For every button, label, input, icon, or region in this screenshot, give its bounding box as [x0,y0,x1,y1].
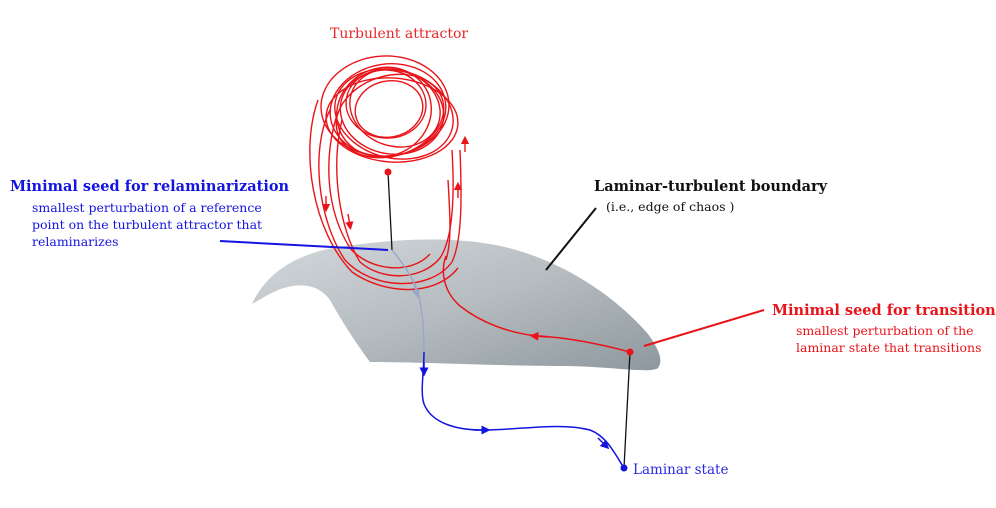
relam-seed-desc-3: relaminarizes [32,234,119,249]
relam-arrow-faint [411,283,420,299]
relam-seed-desc-1: smallest perturbation of a reference [32,200,262,215]
relam-seed-title: Minimal seed for relaminarization [10,178,290,195]
turbulent-attractor-loops [320,55,459,163]
boundary-surface [252,239,661,371]
attractor-excursion-loops [309,99,462,291]
transition-trajectory [442,255,631,353]
laminar-state-point [620,464,628,472]
transition-seed-desc-1: smallest perturbation of the [796,323,974,338]
reference-stem [387,171,393,251]
relam-arrow-end [597,437,610,450]
transition-arrow [529,331,549,341]
boundary-subtitle: (i.e., edge of chaos ) [606,199,735,214]
turbulent-attractor-label: Turbulent attractor [330,26,469,42]
relam-callout-line [219,240,389,251]
laminar-stem [623,351,631,469]
transition-seed-desc-2: laminar state that transitions [796,340,982,355]
laminar-state-label: Laminar state [633,462,729,478]
transition-callout-line [643,309,765,347]
relam-seed-desc-2: point on the turbulent attractor that [32,217,263,232]
boundary-callout-line [545,207,597,271]
boundary-title: Laminar-turbulent boundary [594,178,828,195]
attractor-arrow-left-2 [345,213,354,231]
reference-point [384,168,392,176]
transition-seed-title: Minimal seed for transition [772,302,996,319]
transition-seed-point [626,348,634,356]
relam-trajectory [421,351,625,469]
